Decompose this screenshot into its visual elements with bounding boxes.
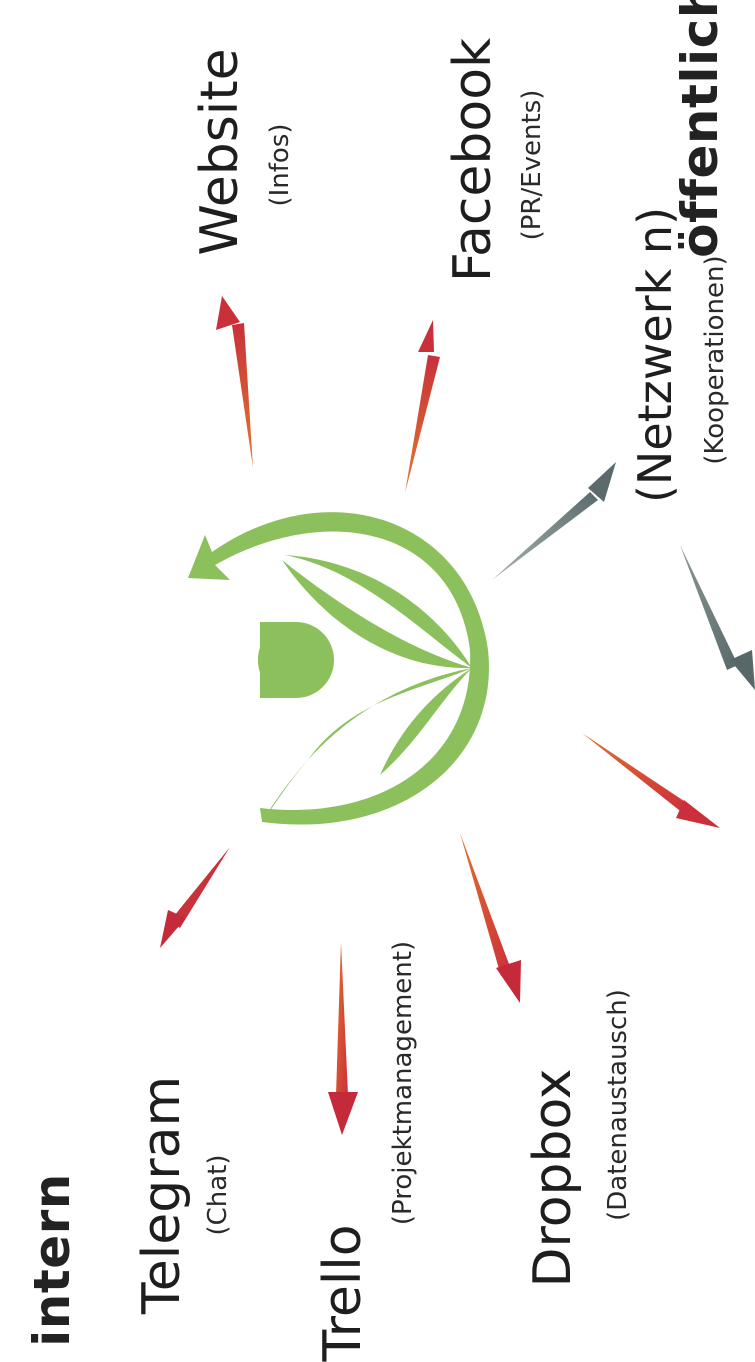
leaf-logo — [188, 512, 489, 825]
label-facebook: Facebook — [443, 37, 503, 283]
arrow-lower-right — [582, 733, 720, 828]
label-telegram: Telegram — [132, 1075, 192, 1315]
arrow-to-facebook — [405, 320, 440, 493]
arrow-to-dropbox — [460, 833, 521, 1003]
label-netzwerk-sub: (Kooperationen) — [700, 255, 730, 465]
label-facebook-sub: (PR/Events) — [517, 89, 547, 241]
label-telegram-sub: (Chat) — [203, 1154, 233, 1236]
arrow-to-website — [216, 296, 253, 468]
heading-internal: intern — [23, 1173, 81, 1347]
label-trello-sub: (Projektmanagement) — [388, 940, 418, 1226]
heading-public: öffentlich — [671, 0, 729, 258]
arrow-to-telegram — [160, 847, 230, 948]
label-website-sub: (Infos) — [265, 123, 295, 207]
label-dropbox-sub: (Datenaustausch) — [603, 989, 633, 1221]
label-dropbox: Dropbox — [523, 1068, 583, 1288]
label-netzwerk: (Netzwerk n) — [628, 206, 682, 504]
arrow-to-trello — [328, 942, 358, 1135]
arrow-to-netzwerk — [492, 462, 616, 580]
arrow-netzwerk-onward — [680, 545, 755, 690]
label-trello: Trello — [313, 1224, 373, 1362]
label-website: Website — [190, 48, 250, 256]
